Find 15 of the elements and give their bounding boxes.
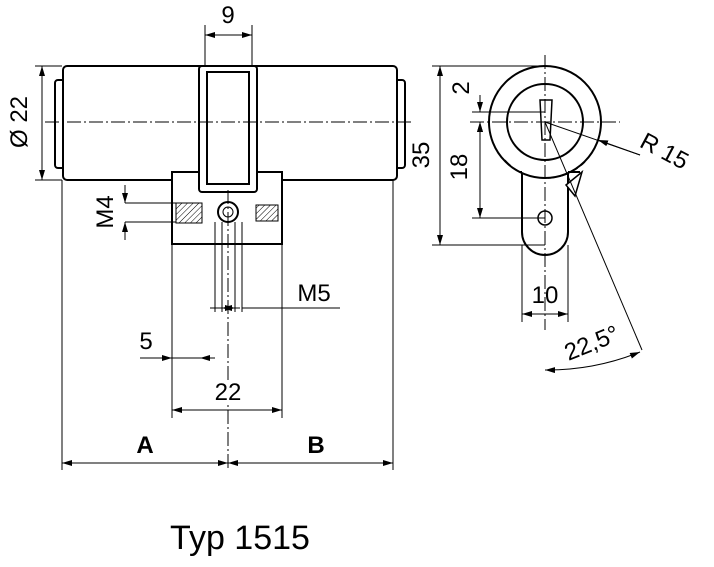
dimension-label: A — [136, 434, 154, 458]
dimension-label: R 15 — [636, 130, 692, 174]
dimension-label: B — [307, 434, 325, 458]
dimension-label: 9 — [221, 4, 235, 28]
thread-label: M5 — [297, 282, 331, 306]
caption: Typ 1515 — [170, 521, 310, 555]
dimension-label: 10 — [532, 284, 558, 308]
dimension-label: Ø 22 — [8, 96, 32, 148]
thread-label: M4 — [94, 195, 118, 229]
dimension-label: 5 — [139, 330, 153, 354]
dimension-label: 2 — [450, 81, 474, 95]
dimension-label: 22,5° — [561, 322, 623, 366]
dimension-label: 22 — [214, 381, 242, 405]
dimension-label: 35 — [410, 142, 434, 168]
dimension-label: 18 — [448, 154, 472, 180]
